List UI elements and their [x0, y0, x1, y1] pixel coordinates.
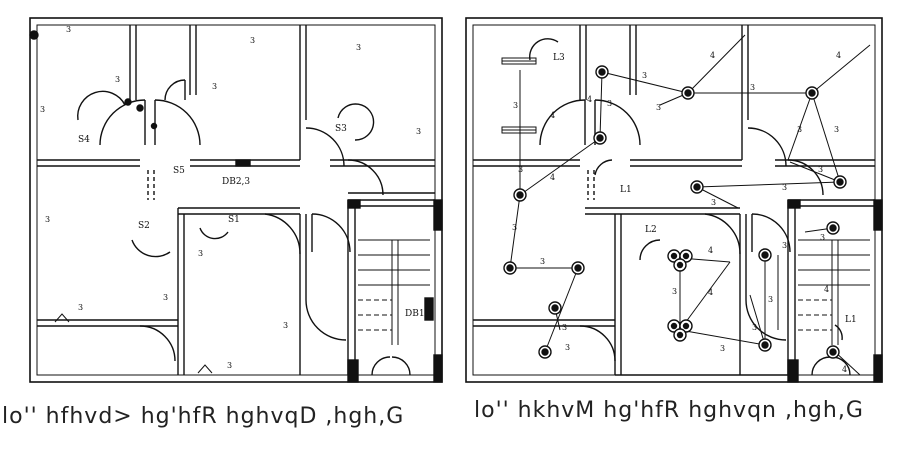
- light-group-label: L2: [645, 225, 657, 235]
- light-fixture-icon: [538, 345, 552, 359]
- circuit-mark: 3: [283, 321, 288, 330]
- light-fixture-icon: [690, 180, 704, 194]
- circuit-mark: 3: [672, 287, 677, 296]
- circuit-mark: 3: [512, 223, 517, 232]
- light-fixture-icon: [513, 188, 527, 202]
- light-fixture-icon: [805, 86, 819, 100]
- circuit-mark: 3: [642, 71, 647, 80]
- circuit-mark: 4: [836, 51, 841, 60]
- light-fixture-icon: [826, 221, 840, 235]
- light-fixture-icon: [833, 175, 847, 189]
- circuit-mark: 4: [710, 51, 715, 60]
- circuit-mark: 4: [708, 246, 713, 255]
- switch-label: S2: [138, 221, 150, 231]
- circuit-mark: 3: [656, 103, 661, 112]
- light-fixture-icon: [571, 261, 585, 275]
- circuit-mark: 3: [752, 323, 757, 332]
- circuit-mark: 3: [540, 257, 545, 266]
- circuit-mark: 3: [356, 43, 361, 52]
- circuit-mark: 3: [834, 125, 839, 134]
- switch-label: S5: [173, 166, 185, 176]
- circuit-mark: 3: [78, 303, 83, 312]
- chandelier-icon: [667, 319, 693, 342]
- panel-label: DB1: [405, 309, 425, 319]
- circuit-mark: 3: [768, 295, 773, 304]
- light-fixture-icon: [503, 261, 517, 275]
- circuit-mark: 4: [550, 111, 555, 120]
- circuit-mark: 3: [562, 323, 567, 332]
- circuit-mark: 3: [818, 165, 823, 174]
- circuit-mark: 4: [824, 285, 829, 294]
- circuit-mark: 3: [782, 183, 787, 192]
- light-group-label: L1: [845, 315, 857, 325]
- circuit-mark: 3: [212, 82, 217, 91]
- light-group-label: L1: [620, 185, 632, 195]
- circuit-mark: 3: [115, 75, 120, 84]
- switch-label: S3: [335, 124, 347, 134]
- circuit-mark: 4: [708, 288, 713, 297]
- circuit-mark: 3: [45, 215, 50, 224]
- chandelier-icon: [667, 249, 693, 272]
- light-fixture-icon: [758, 248, 772, 262]
- right-floor-plan: [465, 17, 883, 383]
- light-fixture-icon: [548, 301, 562, 315]
- circuit-mark: 3: [416, 127, 421, 136]
- right-plan-caption: lo'' hkhvM hg'hfR hghvqn ,hgh,G: [474, 398, 864, 423]
- circuit-mark: 3: [797, 125, 802, 134]
- light-fixture-icon: [681, 86, 695, 100]
- light-fixture-icon: [758, 338, 772, 352]
- left-floor-plan: [29, 17, 443, 383]
- light-group-label: L3: [553, 53, 565, 63]
- circuit-mark: 3: [40, 105, 45, 114]
- light-fixture-icon: [595, 65, 609, 79]
- circuit-mark: 3: [227, 361, 232, 370]
- switch-label: S4: [78, 135, 90, 145]
- circuit-mark: 3: [66, 25, 71, 34]
- light-fixture-icon: [826, 345, 840, 359]
- light-fixture-icon: [593, 131, 607, 145]
- circuit-mark: 4: [587, 95, 592, 104]
- circuit-mark: 3: [513, 101, 518, 110]
- panel-label: DB2,3: [222, 177, 250, 187]
- circuit-mark: 3: [607, 99, 612, 108]
- circuit-mark: 3: [565, 343, 570, 352]
- circuit-mark: 3: [250, 36, 255, 45]
- circuit-mark: 3: [711, 198, 716, 207]
- circuit-mark: 4: [550, 173, 555, 182]
- circuit-mark: 3: [163, 293, 168, 302]
- circuit-mark: 4: [842, 365, 847, 374]
- circuit-mark: 3: [782, 241, 787, 250]
- circuit-mark: 3: [820, 233, 825, 242]
- left-plan-caption: lo'' hfhvd> hg'hfR hghvqD ,hgh,G: [2, 404, 405, 429]
- circuit-mark: 3: [198, 249, 203, 258]
- switch-label: S1: [228, 215, 240, 225]
- circuit-mark: 3: [720, 344, 725, 353]
- circuit-mark: 3: [518, 165, 523, 174]
- circuit-mark: 3: [750, 83, 755, 92]
